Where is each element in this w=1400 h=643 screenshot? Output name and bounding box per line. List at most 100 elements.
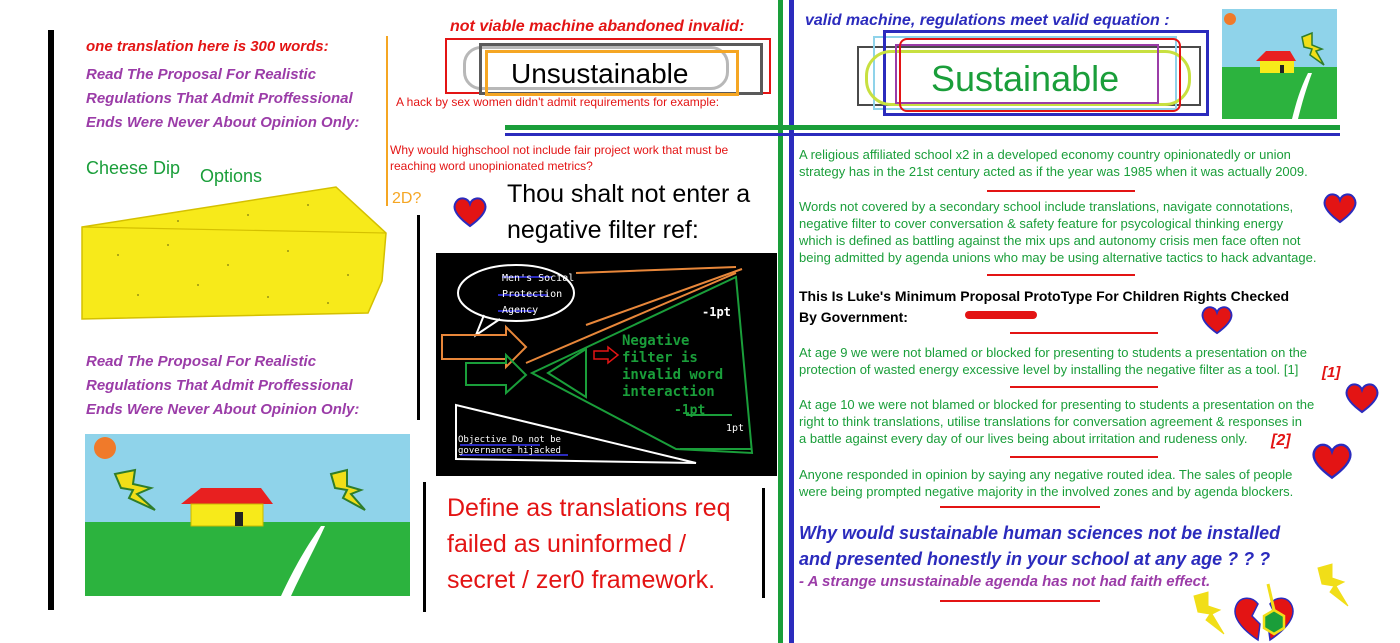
house-body [1260,61,1294,73]
reference-1: [1] [1322,364,1341,381]
red-underline [1010,332,1158,334]
para5-line: were being prompted negative majority in… [799,484,1294,499]
big-question-line: and presented honestly in your school at… [799,549,1271,569]
negative-filter-diagram: Men's Social Protection Agency Negative … [436,253,777,476]
reference-2: [2] [1271,432,1291,449]
proposal-heading: This Is Luke's Minimum Proposal ProtoTyp… [799,286,1289,328]
proposal-2-line: Regulations That Admit Proffessional [86,377,353,394]
red-underline [940,600,1100,602]
para4-line: right to think translations, utilise tra… [799,414,1302,429]
heart-icon [1312,443,1352,480]
sun-icon [1224,13,1236,25]
lightning-icon [113,468,156,511]
cheese-wedge [81,186,387,320]
bubble-line: Protection [502,289,563,300]
minus-point-label: -1pt [702,305,731,319]
heading-line: This Is Luke's Minimum Proposal ProtoTyp… [799,288,1290,304]
lightning-icon [329,468,366,511]
proposal-1-line: Read The Proposal For Realistic [86,66,317,83]
house-body [190,503,264,527]
proposal-block-2: Read The Proposal For Realistic Regulati… [86,350,359,422]
horizontal-green-line [505,125,1340,130]
paragraph-4: At age 10 we were not blamed or blocked … [799,396,1314,447]
proposal-1-line: Regulations That Admit Proffessional [86,90,353,107]
orange-divider [386,36,388,206]
para1-line: A religious affiliated school x2 in a de… [799,147,1291,162]
middle-black-bar-1 [417,215,420,420]
closing-line: - A strange unsustainable agenda has not… [799,573,1211,590]
unsustainable-text: Unsustainable [511,58,689,89]
paragraph-1: A religious affiliated school x2 in a de… [799,146,1308,180]
road [281,526,325,596]
house-door [235,512,243,526]
negative-filter-text: Negative filter is invalid word interact… [622,333,723,401]
triangle-text: Objective Do not be governance hijacked [458,435,561,457]
thou-shalt-text: Thou shalt not enter a negative filter r… [507,176,750,248]
heading-line: By Government: [799,309,908,325]
sustainable-logo: Sustainable [855,28,1215,118]
question-line: Why would highschool not include fair pr… [390,143,729,157]
house-roof [1256,51,1296,61]
para1-line: strategy has in the 21st century acted a… [799,164,1308,179]
decoration-cluster [1193,563,1349,642]
hack-note: A hack by sex women didn't admit require… [396,95,720,109]
thou-shalt-line: Thou shalt not enter a [507,180,751,208]
paragraph-2: Words not covered by a secondary school … [799,198,1316,266]
para3-line: At age 9 we were not blamed or blocked f… [799,345,1308,360]
horizontal-blue-line [505,133,1340,136]
red-underline [987,190,1135,192]
red-underline [1010,386,1158,388]
left-black-bar [48,30,54,610]
lightning-icon [1193,591,1225,635]
lightning-icon [1317,563,1349,607]
big-question: Why would sustainable human sciences not… [799,520,1280,572]
negative-line: interaction [622,384,715,400]
thou-shalt-line: negative filter ref: [507,216,699,244]
bubble-text: Men's Social Protection Agency [502,271,574,319]
define-line: secret / zer0 framework. [447,566,716,594]
heart-icon [1201,306,1233,335]
para2-line: which is defined as battling against the… [799,233,1301,248]
negative-line: invalid word [622,367,724,383]
options-label: Options [200,166,263,186]
define-line: Define as translations req [447,494,731,522]
heart-icon [1345,383,1379,414]
center-blue-line [789,0,794,643]
sustainable-text: Sustainable [931,58,1120,99]
cheese-label: Cheese Dip [86,158,181,178]
point-label: 1pt [726,423,745,434]
para2-line: negative filter to cover conversation & … [799,216,1284,231]
red-scribble [965,311,1037,319]
negative-line: Negative [622,333,690,349]
road [1292,73,1312,119]
minus-point-label: -1pt [674,403,706,418]
right-title: valid machine, regulations meet valid eq… [805,12,1170,29]
middle-title: not viable machine abandoned invalid: [450,18,745,35]
hexagon-gem-icon [1262,608,1286,636]
triangle-line: Objective Do not be [458,435,561,445]
heart-icon [1323,193,1357,224]
proposal-block-1: Read The Proposal For Realistic Regulati… [86,63,359,135]
twod-label: 2D? [392,190,422,207]
house-door [1280,65,1284,73]
proposal-2-line: Read The Proposal For Realistic [86,353,317,370]
paragraph-5: Anyone responded in opinion by saying an… [799,466,1293,500]
sun-icon [94,437,116,459]
proposal-2-line: Ends Were Never About Opinion Only: [86,401,360,418]
house-scene-small [1222,9,1337,119]
middle-black-bar-2 [423,482,426,612]
big-question-line: Why would sustainable human sciences not… [799,523,1281,543]
para5-line: Anyone responded in opinion by saying an… [799,467,1293,482]
para4-line: a battle against every day of our lives … [799,431,1248,446]
broken-heart-icon [1234,597,1261,642]
proposal-1-line: Ends Were Never About Opinion Only: [86,114,360,131]
middle-black-bar-3 [762,488,765,598]
question-line: reaching word unopinionated metrics? [390,159,593,173]
house-scene-large [85,434,410,596]
bubble-line: Men's Social [502,273,575,284]
red-underline [987,274,1135,276]
question-block: Why would highschool not include fair pr… [390,142,728,174]
para2-line: being admitted by agenda unions who may … [799,250,1317,265]
left-title: one translation here is 300 words: [86,38,329,55]
define-line: failed as uninformed / [447,530,687,558]
